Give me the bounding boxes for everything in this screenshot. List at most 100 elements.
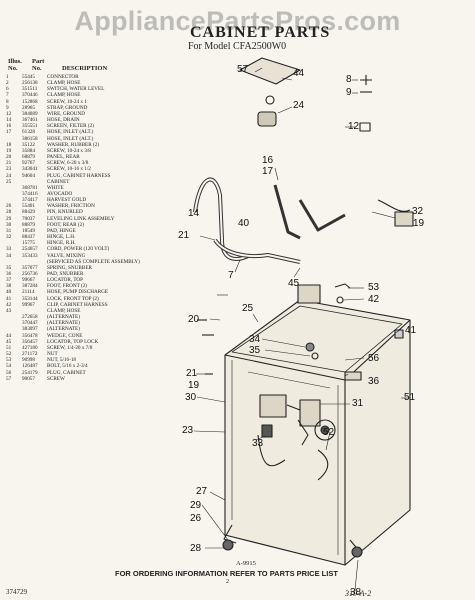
part-no: 383097 xyxy=(22,326,38,333)
part-no: 88879 xyxy=(22,221,35,228)
illus-no: 53 xyxy=(6,357,12,364)
part-no: 35122 xyxy=(22,141,35,148)
callout-14: 14 xyxy=(188,208,200,219)
part-description: PAD, SNUBBER xyxy=(47,271,84,277)
part-no: 387284 xyxy=(22,283,38,290)
callout-33: 33 xyxy=(252,438,264,449)
parts-row: 370447 (ALTERNATE) xyxy=(6,320,176,326)
callout-40: 40 xyxy=(238,218,250,229)
part-no: 272658 xyxy=(22,314,38,321)
callout-31: 31 xyxy=(352,398,364,409)
illus-no: 24 xyxy=(6,172,12,179)
part-no: 94604 xyxy=(22,172,35,179)
part-description: BOLT, 5/16 x 2-3/4 xyxy=(47,363,88,370)
illus-no: 25 xyxy=(6,178,12,185)
part-no: 18549 xyxy=(22,227,35,234)
part-no: 353144 xyxy=(22,295,38,302)
figure-id: A-9915 xyxy=(236,560,256,567)
part-description: PLUG, CABINET HARNESS xyxy=(47,172,111,179)
parts-row: 383097 (ALTERNATE) xyxy=(6,326,176,332)
illus-no: 44 xyxy=(6,332,12,339)
part-description: NUT, 5/16-18 xyxy=(47,357,77,364)
illus-no: 33 xyxy=(6,246,12,253)
callout-21b: 21 xyxy=(186,368,198,379)
parts-row: 37 99667 LOCATOR, TOP xyxy=(6,277,176,283)
parts-row: 14 367461 HOSE, DRAIN xyxy=(6,117,176,123)
part-description: LOCK, FRONT TOP (2) xyxy=(47,295,99,302)
illus-no: 41 xyxy=(6,295,12,302)
part-description: SWITCH, WATER LEVEL xyxy=(47,86,105,93)
illus-no: 37 xyxy=(6,277,12,284)
illus-no: 16 xyxy=(6,123,12,130)
part-description: (ALTERNATE) xyxy=(47,320,80,327)
illus-no: 12 xyxy=(6,110,12,117)
part-no: 427180 xyxy=(22,344,38,351)
callout-30: 30 xyxy=(185,392,197,403)
illus-no: 23 xyxy=(6,166,12,173)
part-description: HOSE, PUMP DISCHARGE xyxy=(47,289,109,296)
part-description: PIN, KNURLED xyxy=(47,209,83,216)
illus-no: 43 xyxy=(6,307,12,314)
part-no: 356478 xyxy=(22,332,38,339)
part-description: WIRE, GROUND xyxy=(47,110,86,117)
illus-no: 56 xyxy=(6,369,12,376)
page-subtitle: For Model CFA2500W0 xyxy=(188,41,287,52)
parts-row: 43 CLAMP, HOSE xyxy=(6,308,176,314)
part-no: 370447 xyxy=(22,320,38,327)
illus-no: 17 xyxy=(6,129,12,136)
part-no-header: Part No. xyxy=(32,58,45,72)
callout-26: 26 xyxy=(190,513,202,524)
part-no: 99667 xyxy=(22,277,35,284)
part-no: 355551 xyxy=(22,123,38,130)
illus-no: 51 xyxy=(6,344,12,351)
parts-row: 41 353144 LOCK, FRONT TOP (2) xyxy=(6,296,176,302)
part-description: FOOT, FRONT (2) xyxy=(47,283,88,290)
part-description: CLAMP, HOSE xyxy=(47,307,81,314)
parts-row: 272658(ALTERNATE) xyxy=(6,314,176,320)
part-no: 357077 xyxy=(22,264,38,271)
part-description: HINGE, L.H. xyxy=(47,234,76,241)
part-no: 126487 xyxy=(22,363,38,370)
part-description: WASHER, RUBBER (2) xyxy=(47,141,100,148)
parts-row: 24 94604 PLUG, CABINET HARNESS xyxy=(6,173,176,179)
callout-53: 53 xyxy=(368,282,380,293)
part-no: 384089 xyxy=(22,110,38,117)
illus-no: 40 xyxy=(6,289,12,296)
illus-no: 1 xyxy=(6,74,9,80)
part-description: (ALTERNATE) xyxy=(47,326,80,333)
part-no: 367461 xyxy=(22,117,38,124)
callout-16: 16 xyxy=(262,155,274,166)
part-no: 374417 xyxy=(22,197,38,204)
part-no: 256736 xyxy=(22,271,38,277)
illus-no: 32 xyxy=(6,234,12,241)
callout-56: 56 xyxy=(368,353,380,364)
part-description: CONNECTOR xyxy=(47,74,79,80)
part-description: SCREW, 10-24 x 3/8 xyxy=(47,147,91,154)
page-title: CABINET PARTS xyxy=(190,24,331,41)
part-description: LOCATOR, TOP xyxy=(47,277,84,284)
illus-no: 36 xyxy=(6,271,12,277)
description-header: DESCRIPTION xyxy=(62,65,108,72)
part-description: HOSE, DRAIN xyxy=(47,117,80,124)
illus-no: 30 xyxy=(6,221,12,228)
part-description: SCREW, 6-20 x 3/8 xyxy=(47,160,89,167)
callout-25: 25 xyxy=(242,303,254,314)
illus-no: 14 xyxy=(6,117,12,124)
